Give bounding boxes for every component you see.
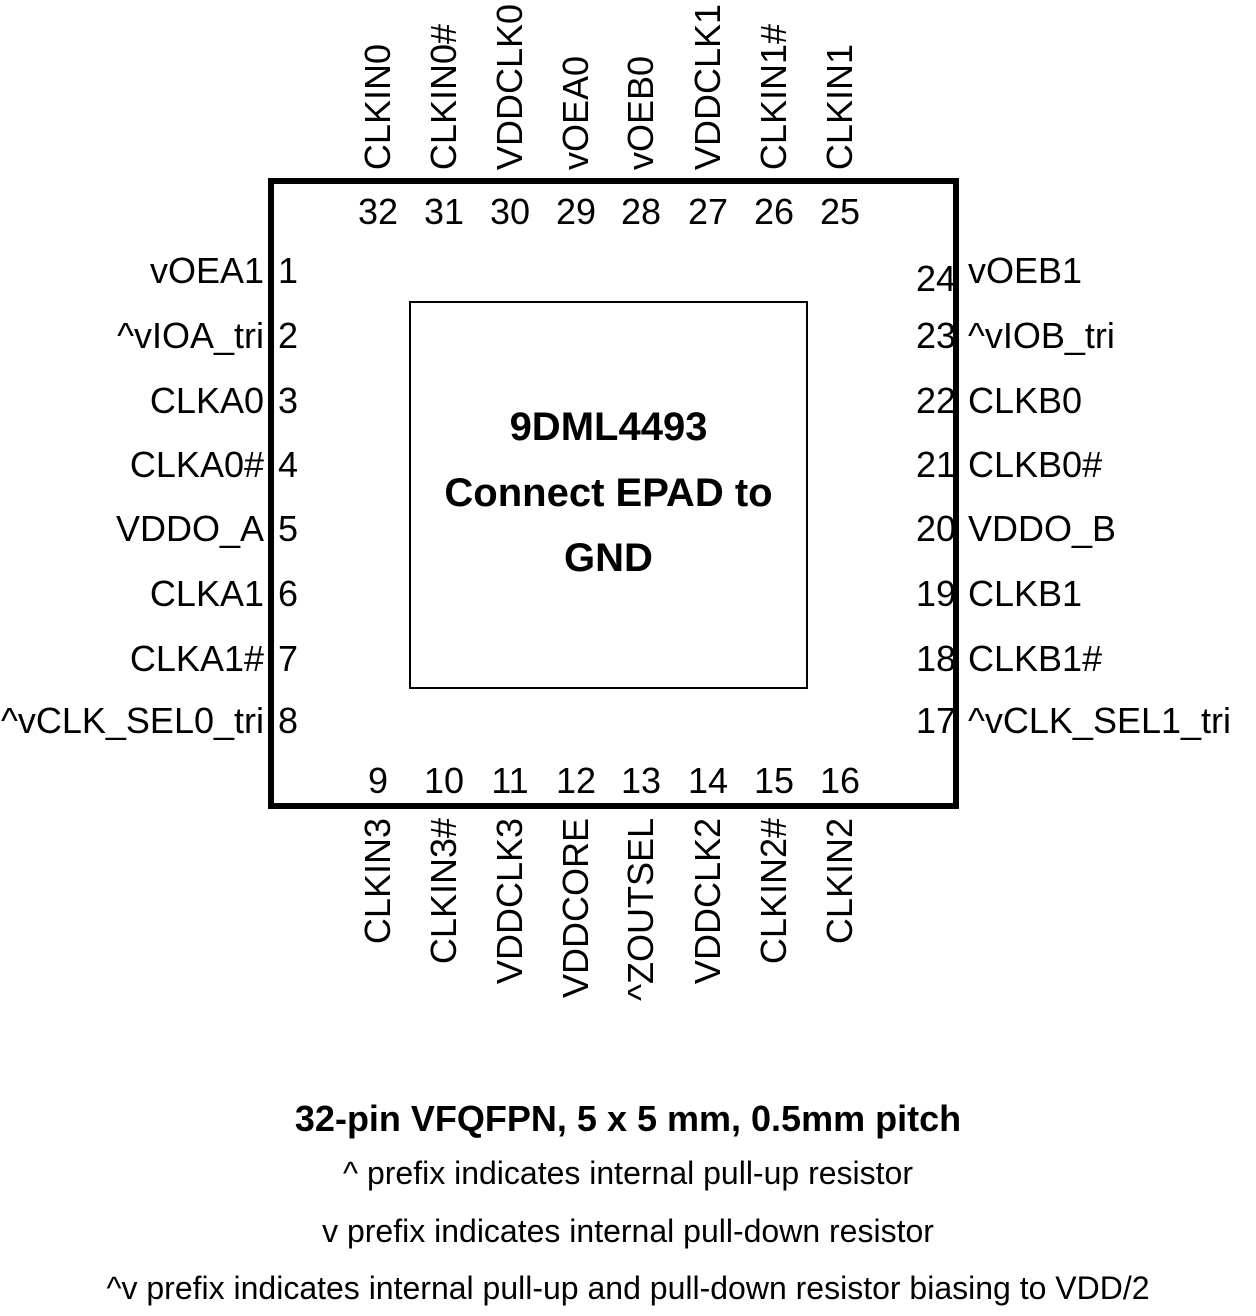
pin-name: CLKB0# <box>968 444 1103 485</box>
pin-name: VDDCLK0 <box>489 3 530 170</box>
pin-name: vOEB1 <box>968 250 1083 291</box>
pin-number: 24 <box>915 258 956 299</box>
pin-number: 11 <box>491 760 529 801</box>
caption-note: ^v prefix indicates internal pull-up and… <box>106 1270 1150 1306</box>
pin-name: vOEB0 <box>620 55 661 170</box>
pin-number: 29 <box>556 191 597 232</box>
pin-name: ^vIOB_tri <box>968 315 1115 356</box>
pin-name: CLKIN3# <box>423 818 464 965</box>
pin-name: ^ZOUTSEL <box>620 818 661 1001</box>
pin-name: VDDO_A <box>115 508 264 549</box>
pin-number: 28 <box>621 191 662 232</box>
pin-name: VDDO_B <box>968 508 1117 549</box>
pin-number: 23 <box>915 315 956 356</box>
pin-number: 12 <box>555 760 597 801</box>
pin-name: CLKA0# <box>129 444 264 485</box>
pin-number: 19 <box>915 573 956 614</box>
epad-note-line-1: Connect EPAD to <box>444 471 773 515</box>
pin-number: 27 <box>688 191 729 232</box>
caption-note: ^ prefix indicates internal pull-up resi… <box>343 1155 913 1191</box>
pin-number: 1 <box>278 250 299 291</box>
pin-number: 13 <box>620 760 662 801</box>
package-outline <box>268 178 959 809</box>
pin-number: 30 <box>490 191 531 232</box>
pin-number: 21 <box>915 444 956 485</box>
pin-number: 16 <box>819 760 861 801</box>
pin-name: CLKIN2# <box>753 818 794 965</box>
pin-number: 4 <box>278 444 299 485</box>
pin-number: 32 <box>358 191 399 232</box>
pin-number: 2 <box>278 315 299 356</box>
pin-name: VDDCLK2 <box>687 818 728 985</box>
pin-name: ^vCLK_SEL1_tri <box>968 700 1232 741</box>
caption-note: v prefix indicates internal pull-down re… <box>322 1213 934 1249</box>
pin-name: ^vIOA_tri <box>117 315 264 356</box>
part-number: 9DML4493 <box>509 405 708 449</box>
pin-number: 6 <box>278 573 299 614</box>
package-caption-title: 32-pin VFQFPN, 5 x 5 mm, 0.5mm pitch <box>294 1098 962 1139</box>
pin-name: VDDCORE <box>555 818 596 999</box>
pin-number: 17 <box>915 700 956 741</box>
pin-name: CLKA1# <box>129 638 264 679</box>
pin-name: CLKIN0# <box>423 23 464 170</box>
pin-number: 22 <box>915 380 956 421</box>
pin-name: CLKB1 <box>968 573 1083 614</box>
pin-number: 20 <box>915 508 956 549</box>
pin-number: 7 <box>278 638 299 679</box>
pin-number: 25 <box>820 191 861 232</box>
pin-number: 18 <box>915 638 956 679</box>
pin-name: ^vCLK_SEL0_tri <box>0 700 264 741</box>
pin-name: CLKIN1# <box>753 23 794 170</box>
pin-number: 10 <box>423 760 465 801</box>
pin-name: CLKIN0 <box>357 43 398 170</box>
pin-number: 9 <box>367 760 389 801</box>
pin-number: 26 <box>754 191 795 232</box>
pin-name: CLKB0 <box>968 380 1083 421</box>
pin-number: 31 <box>424 191 465 232</box>
pin-number: 8 <box>278 700 299 741</box>
pin-name: CLKIN3 <box>357 818 398 945</box>
pin-number: 15 <box>753 760 795 801</box>
pin-name: CLKA1 <box>149 573 264 614</box>
pin-number: 5 <box>278 508 299 549</box>
pin-name: CLKIN2 <box>819 818 860 945</box>
pin-name: vOEA0 <box>555 55 596 170</box>
pin-number: 14 <box>687 760 729 801</box>
pin-name: vOEA1 <box>149 250 264 291</box>
pin-name: CLKA0 <box>149 380 264 421</box>
pin-name: VDDCLK3 <box>489 818 530 985</box>
pin-name: VDDCLK1 <box>687 3 728 170</box>
pin-number: 3 <box>278 380 299 421</box>
pin-name: CLKIN1 <box>819 43 860 170</box>
pin-name: CLKB1# <box>968 638 1103 679</box>
exposed-pad <box>409 301 808 689</box>
epad-note-line-2: GND <box>564 536 653 580</box>
